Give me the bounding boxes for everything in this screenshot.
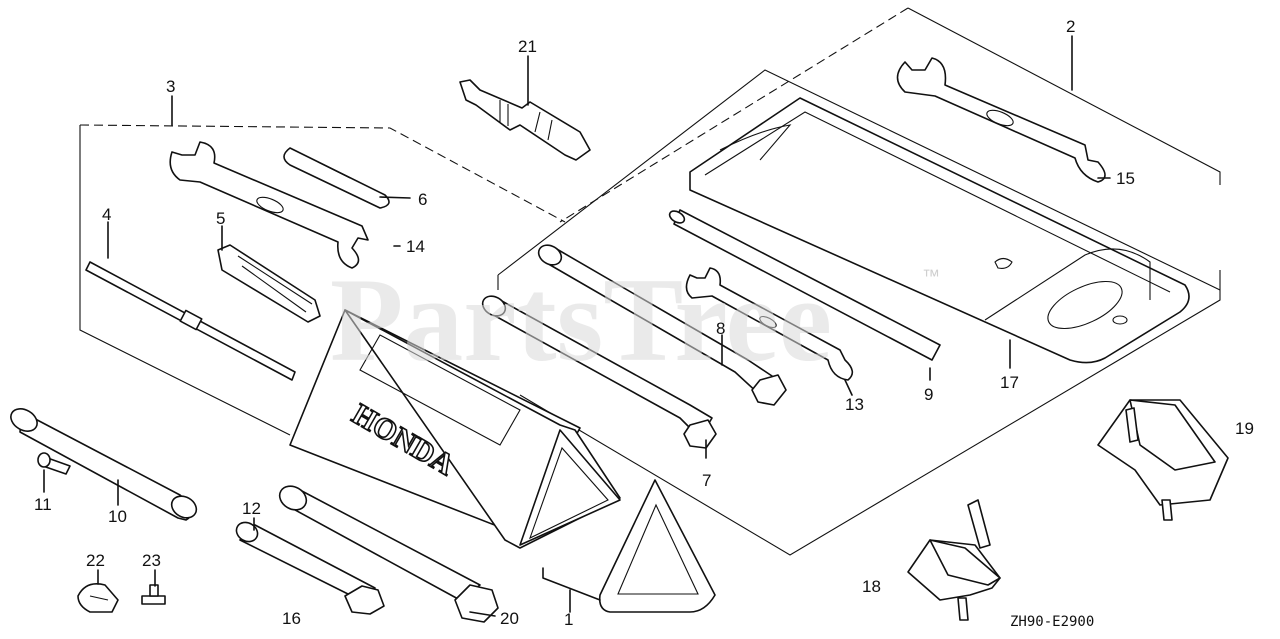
callout-12: 12	[242, 499, 261, 518]
callout-10: 10	[108, 507, 127, 526]
bar-9	[668, 209, 941, 361]
watermark-trademark: ™	[922, 266, 940, 286]
callout-5: 5	[216, 209, 225, 228]
box-wrench-8	[537, 244, 787, 406]
callout-7: 7	[702, 471, 711, 490]
tool-bag	[689, 97, 1190, 364]
socket-wrench-20	[278, 485, 499, 623]
callout-14: 14	[406, 237, 425, 256]
callout-16: 16	[282, 609, 301, 628]
callout-8: 8	[716, 319, 725, 338]
pin-11	[37, 452, 71, 475]
wrench-15	[896, 57, 1106, 183]
wrench-13	[685, 267, 854, 381]
socket-wrench-16	[235, 521, 385, 615]
callout-13: 13	[845, 395, 864, 414]
spark-plug-21	[459, 79, 591, 161]
drawing-code: ZH90-E2900	[1010, 614, 1094, 630]
screwdriver-6	[283, 147, 390, 209]
part-callouts: 1 2 3 4 5 6 7 8 9 10 11 12 13 14 15 16 1…	[34, 17, 1254, 629]
mount-19	[1097, 399, 1229, 521]
callout-18: 18	[862, 577, 881, 596]
group-outlines	[79, 7, 1221, 556]
callout-4: 4	[102, 205, 111, 224]
watermark: PartsTree	[330, 253, 832, 386]
callout-19: 19	[1235, 419, 1254, 438]
callout-1: 1	[564, 610, 573, 629]
callout-3: 3	[166, 77, 175, 96]
callout-20: 20	[500, 609, 519, 628]
callout-23: 23	[142, 551, 161, 570]
tool-case-1	[289, 309, 716, 613]
tube-wrench-10	[10, 408, 198, 521]
leader-lines	[43, 35, 1111, 617]
bolt-23	[141, 584, 166, 605]
callout-2: 2	[1066, 17, 1075, 36]
clip-22	[77, 583, 119, 613]
mount-18	[907, 499, 1001, 621]
callout-17: 17	[1000, 373, 1019, 392]
screwdriver-4	[85, 261, 296, 381]
callout-11: 11	[34, 495, 52, 514]
callout-6: 6	[418, 190, 427, 209]
callout-22: 22	[86, 551, 105, 570]
callout-15: 15	[1116, 169, 1135, 188]
screwdriver-5	[217, 244, 321, 323]
box-wrench-7	[481, 295, 717, 449]
callout-21: 21	[518, 37, 537, 56]
callout-9: 9	[924, 385, 933, 404]
wrench-14	[169, 141, 369, 269]
